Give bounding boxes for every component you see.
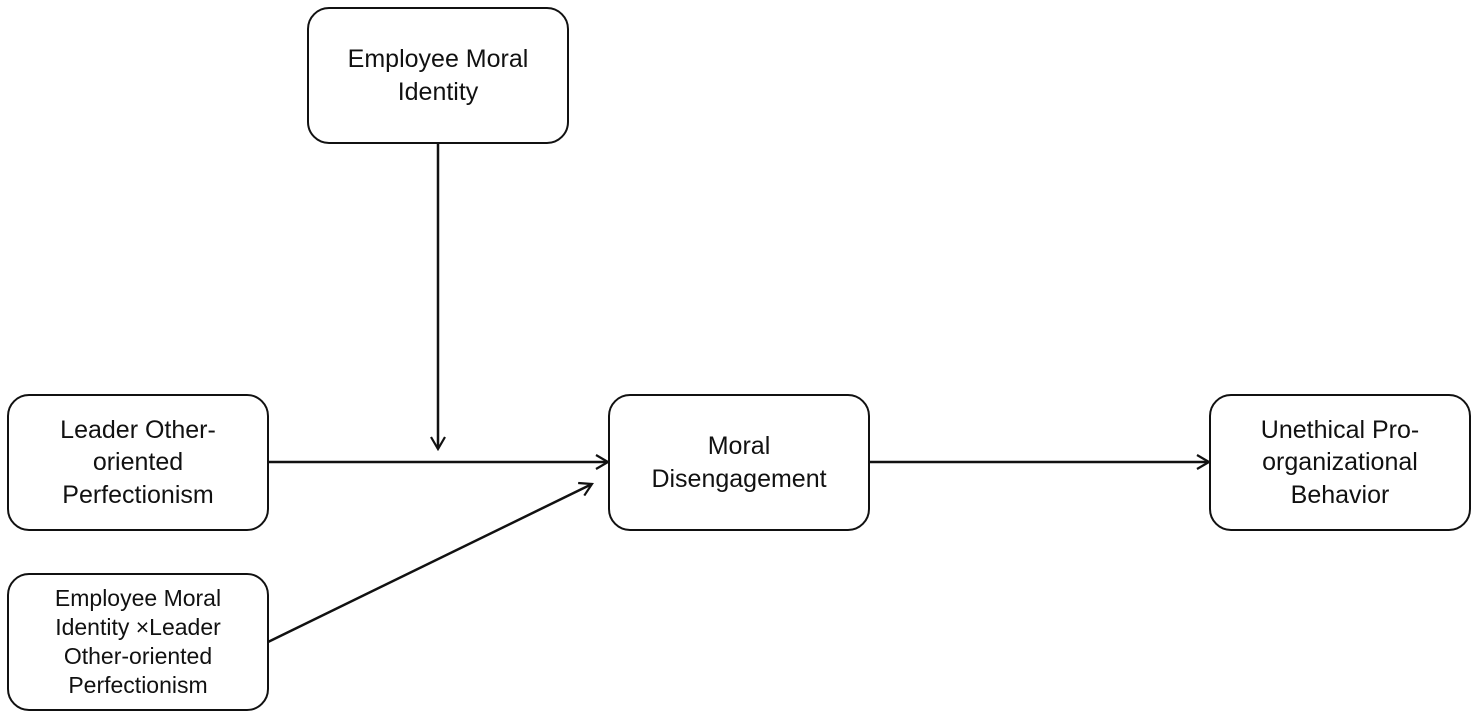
node-moral-disengagement: Moral Disengagement [608,394,870,531]
node-interaction-term-label: Employee Moral Identity ×Leader Other-or… [54,584,222,699]
node-unethical-pro-organizational-behavior-label: Unethical Pro- organizational Behavior [1260,415,1420,509]
node-employee-moral-identity-label: Employee Moral Identity [347,45,529,106]
arrow-interaction-to-mediator [267,484,592,644]
node-moral-disengagement-label: Moral Disengagement [651,432,827,493]
node-interaction-term: Employee Moral Identity ×Leader Other-or… [7,573,269,711]
node-unethical-pro-organizational-behavior: Unethical Pro- organizational Behavior [1209,394,1471,531]
node-employee-moral-identity: Employee Moral Identity [307,7,569,144]
node-leader-other-oriented-perfectionism-label: Leader Other- oriented Perfectionism [60,415,216,509]
node-leader-other-oriented-perfectionism: Leader Other- oriented Perfectionism [7,394,269,531]
